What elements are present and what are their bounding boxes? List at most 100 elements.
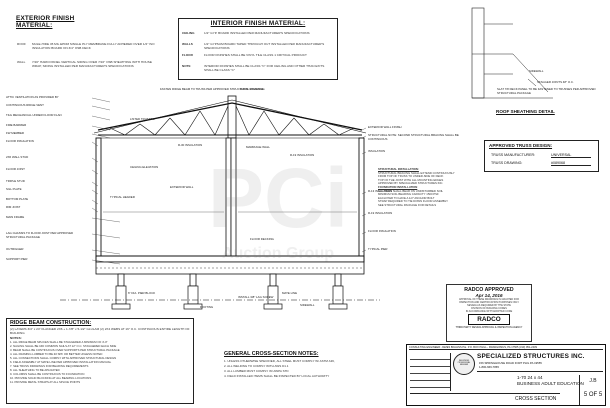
interior-row-key: NOTE: [182, 64, 191, 68]
section-label-bottom: SIDEWALL: [300, 303, 315, 307]
sheathing-sidewall-label: SIDEWALL: [529, 69, 544, 73]
section-label-right: R-13 INSULATION: [368, 189, 393, 193]
interior-finish-title: INTERIOR FINISH MATERIAL:: [210, 20, 306, 27]
leader-line: [91, 169, 99, 175]
engineer-seal-icon: REGISTERED PROFESSIONAL ENGINEER: [453, 353, 475, 375]
section-label-left: OUTRIGGER: [6, 247, 24, 251]
structural-note-line: TOP OF THE JOIST WITH ALL MOUNTING EDGES: [378, 177, 444, 182]
pier-footing: [263, 303, 283, 310]
chassis-beams: [117, 273, 342, 287]
ridge-note: 8. ALL SHEATHING TO BE APA RATED: [10, 368, 60, 372]
section-label-top: ROOF COVERING: [240, 87, 265, 91]
title-block-left-cell: [410, 353, 451, 391]
structural-note-line: STRAP REQUIRED TO TIE DOWN FLOOR ASSEMBL…: [378, 199, 448, 204]
chassis-i-beam: [189, 273, 197, 287]
sheet-number: 5 OF 5: [583, 392, 603, 398]
section-label-top: FLOOR DECKING: [250, 237, 274, 241]
leader-line: [91, 97, 111, 103]
section-label-left: FW MEMBER: [6, 131, 24, 135]
truss-web: [293, 117, 310, 136]
truss-web: [248, 110, 265, 136]
truss-web: [278, 117, 295, 136]
leader-line: [361, 249, 367, 253]
section-label-top: R-19 INSULATION: [290, 153, 315, 157]
section-label-left: TRIPLE STUD: [6, 179, 25, 183]
company-address: 156 SPRINGHOUSE ROAD FORT PHIL PA 19555: [479, 361, 542, 365]
truss-web: [124, 123, 141, 136]
leader-line: [91, 157, 99, 163]
ridge-beam: [227, 95, 237, 139]
structural-note-line: FROM TOP OF TRUSS TO UNDER-SIDE OF DECK: [378, 174, 444, 179]
drawn-by: J.B: [589, 378, 597, 384]
radco-stamp: RADCO APPROVED Apr 14, 2016 APPROVAL OF …: [446, 284, 532, 342]
radco-stamp-line: IN ACCORDANCE WITH ADOPTED CODE: [465, 310, 513, 313]
section-label-bottom: MATE LINE: [282, 291, 298, 295]
ridge-note: 11. PROVIDE METAL STRAPS AT ALL SPLICE P…: [10, 380, 81, 384]
section-label-right: EXTERIOR WALL FINISH: [368, 125, 402, 129]
company-name: SPECIALIZED STRUCTURES INC.: [477, 353, 585, 360]
leader-line: [361, 191, 367, 195]
radco-logo-text: RADCO: [477, 316, 501, 323]
structural-note-line: ALL PIERS SHALL BEAR ON UNDISTURBED SOIL: [378, 188, 444, 193]
exterior-finish-title: EXTERIOR FINISH MATERIAL:: [16, 15, 75, 29]
general-note: 2. ALL WELDING TO COMPLY WITH AWS D1.1: [224, 364, 289, 368]
exterior-finish-box: EXTERIOR FINISH MATERIAL: ROOF MULE-HIDE…: [14, 15, 168, 75]
section-label-top: LISTED TRUSSES: [130, 117, 155, 121]
structural-note-line: EACH PIER TO HAVE A 1/2" ANCHOR BOLT: [378, 195, 435, 200]
truss-web: [109, 127, 126, 136]
section-label-bottom: 6" DIA. PIER BLOCK: [128, 291, 156, 295]
ridge-note: 6. FIELD ASSEMBLY AT MATE LINE PER APPRO…: [10, 360, 112, 364]
general-notes-title: GENERAL CROSS-SECTION NOTES:: [224, 351, 319, 357]
pier-footing: [183, 303, 203, 310]
ridge-note: 7. SEE TRUSS DRAWINGS FOR BEARING REQUIR…: [10, 364, 89, 368]
radco-stamp-line: DIVISION OF BUILDING CODES: [471, 307, 507, 310]
radco-foot: THIRD PARTY DESIGN APPROVAL & INSPECTION…: [455, 326, 523, 329]
section-label-top: FASTEN RIDGE BEAM TO TRUSS PER APPROVED …: [160, 87, 264, 91]
sheathing-title: ROOF SHEATHING DETAIL: [496, 109, 555, 114]
pier-footing: [111, 303, 131, 310]
project-description-2: BUSINESS ADULT EDUCATION: [517, 381, 584, 386]
drawing-section-title: CROSS SECTION: [515, 396, 557, 402]
chassis-i-beam: [117, 273, 125, 287]
section-label-left: 2X6 WALL STUD: [6, 155, 29, 159]
truss-web: [235, 105, 250, 136]
leader-line: [91, 217, 121, 223]
truss-web: [199, 110, 216, 136]
section-label-right: STRUCTURAL NOTE: SECOND STRUCTURAL BRACI…: [368, 133, 459, 141]
section-label-left: ATTIC VENTILATION AS PROVIDED BY: [6, 95, 59, 99]
sheet-number-cell: J.B 5 OF 5: [579, 375, 606, 405]
leader-line: [91, 233, 121, 239]
general-note: 1. UNLESS OTHERWISE SPECIFIED, ALL STEEL…: [224, 359, 335, 363]
truss-web: [263, 110, 280, 136]
pier-block: [187, 285, 199, 305]
section-label-left: FIRE BARRIER: [6, 123, 27, 127]
watermark-big: PCi: [208, 151, 349, 245]
leader-line: [91, 133, 111, 139]
watermark-small: Auction Group: [222, 245, 334, 262]
section-label-right: INSULATION: [368, 149, 386, 153]
section-label-top: EXTERIOR WALL: [170, 185, 194, 189]
general-note: 3. ALL LUMBER MUST COMPLY W/ AWPA STD: [224, 369, 289, 373]
exterior-wall-key: WALL: [17, 60, 26, 64]
leader-line: [361, 127, 367, 131]
leader-line: [361, 231, 367, 235]
company-phone: 1-800-666-7865: [479, 365, 499, 369]
title-block: CONSULTING ENGINEER: JAMES BIGGINS P.E. …: [406, 344, 606, 406]
leader-line: [91, 207, 99, 213]
section-label-top: MARRIAGE WALL: [246, 145, 270, 149]
sheathing-note-label: SLAT 7/8 DECK PANEL TO BE FASTENED TO TR…: [497, 87, 596, 95]
radco-logo: RADCO: [468, 314, 510, 325]
truss-web: [214, 105, 229, 136]
truss-webs: [109, 105, 355, 136]
ridge-beam-box: RIDGE BEAM CONSTRUCTION: (2) LAYERS 3/4"…: [6, 318, 194, 404]
leader-line: [361, 151, 367, 155]
section-label-left: CONTINUOUS RIDGE VENT: [6, 103, 44, 107]
leader-line: [91, 141, 99, 147]
leader-line: [91, 105, 111, 111]
consulting-engineer: CONSULTING ENGINEER: JAMES BIGGINS P.E. …: [409, 346, 603, 350]
sheathing-stagger-label: STAGGER JOINTS 48" O.C.: [537, 80, 574, 84]
interior-row-value: 1/2" GYP. BOARD INSTALLED PER MANUFACTUR…: [204, 31, 310, 35]
structural-note-line: SEE STRUCTURAL PACKAGE FOR DETAILS: [378, 202, 437, 207]
